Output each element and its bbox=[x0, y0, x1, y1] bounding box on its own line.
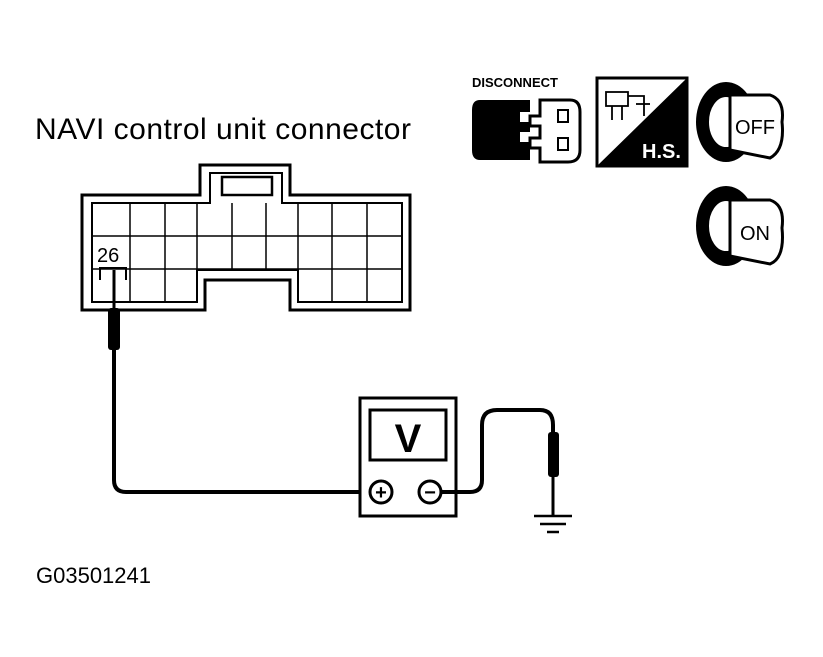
navi-connector: 26 bbox=[80, 163, 412, 312]
voltmeter-label: V bbox=[395, 417, 422, 461]
ground-icon bbox=[534, 514, 572, 534]
disconnect-label: DISCONNECT bbox=[472, 75, 558, 90]
figure-code: G03501241 bbox=[36, 563, 151, 588]
negative-probe bbox=[548, 432, 559, 515]
harness-connector-icon: H.S. bbox=[595, 76, 689, 168]
disconnect-connector-icon: DISCONNECT bbox=[472, 75, 582, 164]
positive-lead bbox=[112, 350, 370, 494]
meter-positive-terminal bbox=[368, 479, 394, 505]
meter-negative-sign: − bbox=[424, 482, 436, 504]
negative-lead bbox=[441, 408, 555, 494]
ignition-key-off-icon: OFF bbox=[696, 82, 784, 162]
voltmeter: V + − bbox=[358, 396, 458, 518]
meter-positive-sign: + bbox=[375, 482, 387, 504]
connector-title: NAVI control unit connector bbox=[35, 113, 412, 146]
ignition-on-label: ON bbox=[740, 223, 770, 245]
terminal-26-label: 26 bbox=[97, 245, 119, 267]
connector-latch bbox=[220, 175, 274, 197]
ignition-off-label: OFF bbox=[735, 117, 775, 139]
positive-probe bbox=[108, 270, 120, 350]
harness-label: H.S. bbox=[642, 141, 681, 163]
ignition-key-on-icon: ON bbox=[696, 186, 784, 266]
